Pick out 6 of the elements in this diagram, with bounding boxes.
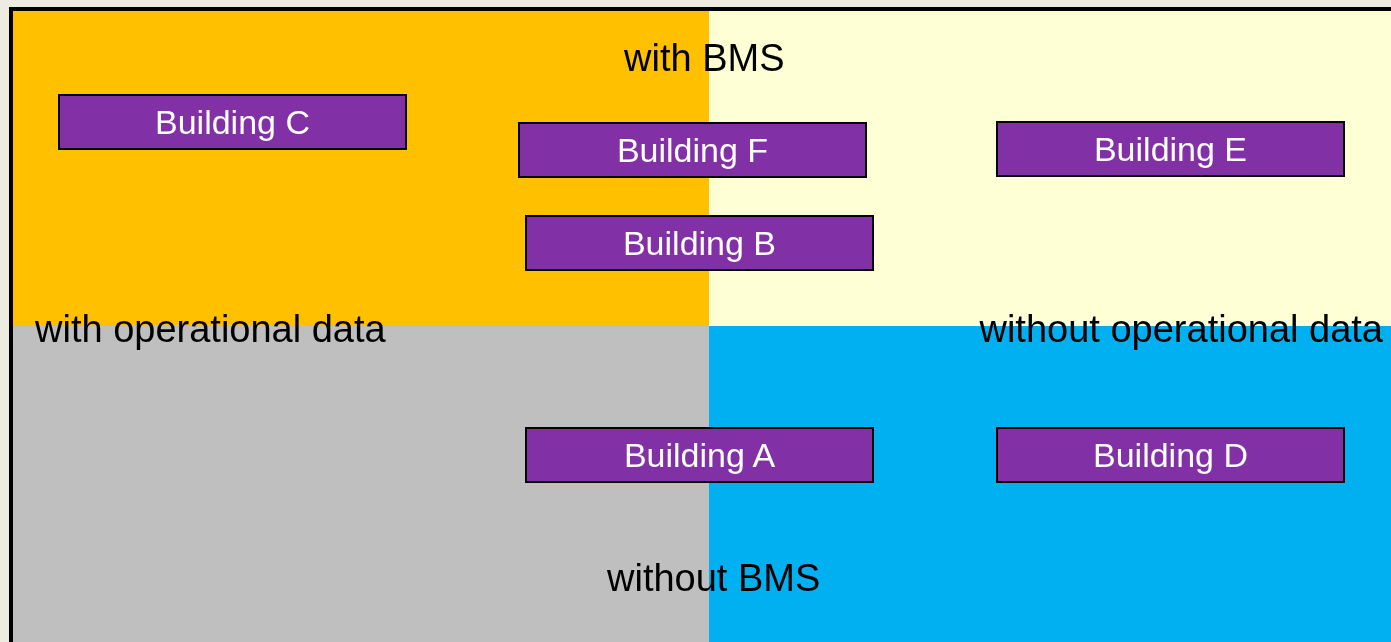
building-box: Building D bbox=[996, 427, 1345, 483]
building-box: Building A bbox=[525, 427, 874, 483]
building-box: Building C bbox=[58, 94, 407, 150]
building-box: Building E bbox=[996, 121, 1345, 177]
building-box: Building F bbox=[518, 122, 867, 178]
building-box: Building B bbox=[525, 215, 874, 271]
